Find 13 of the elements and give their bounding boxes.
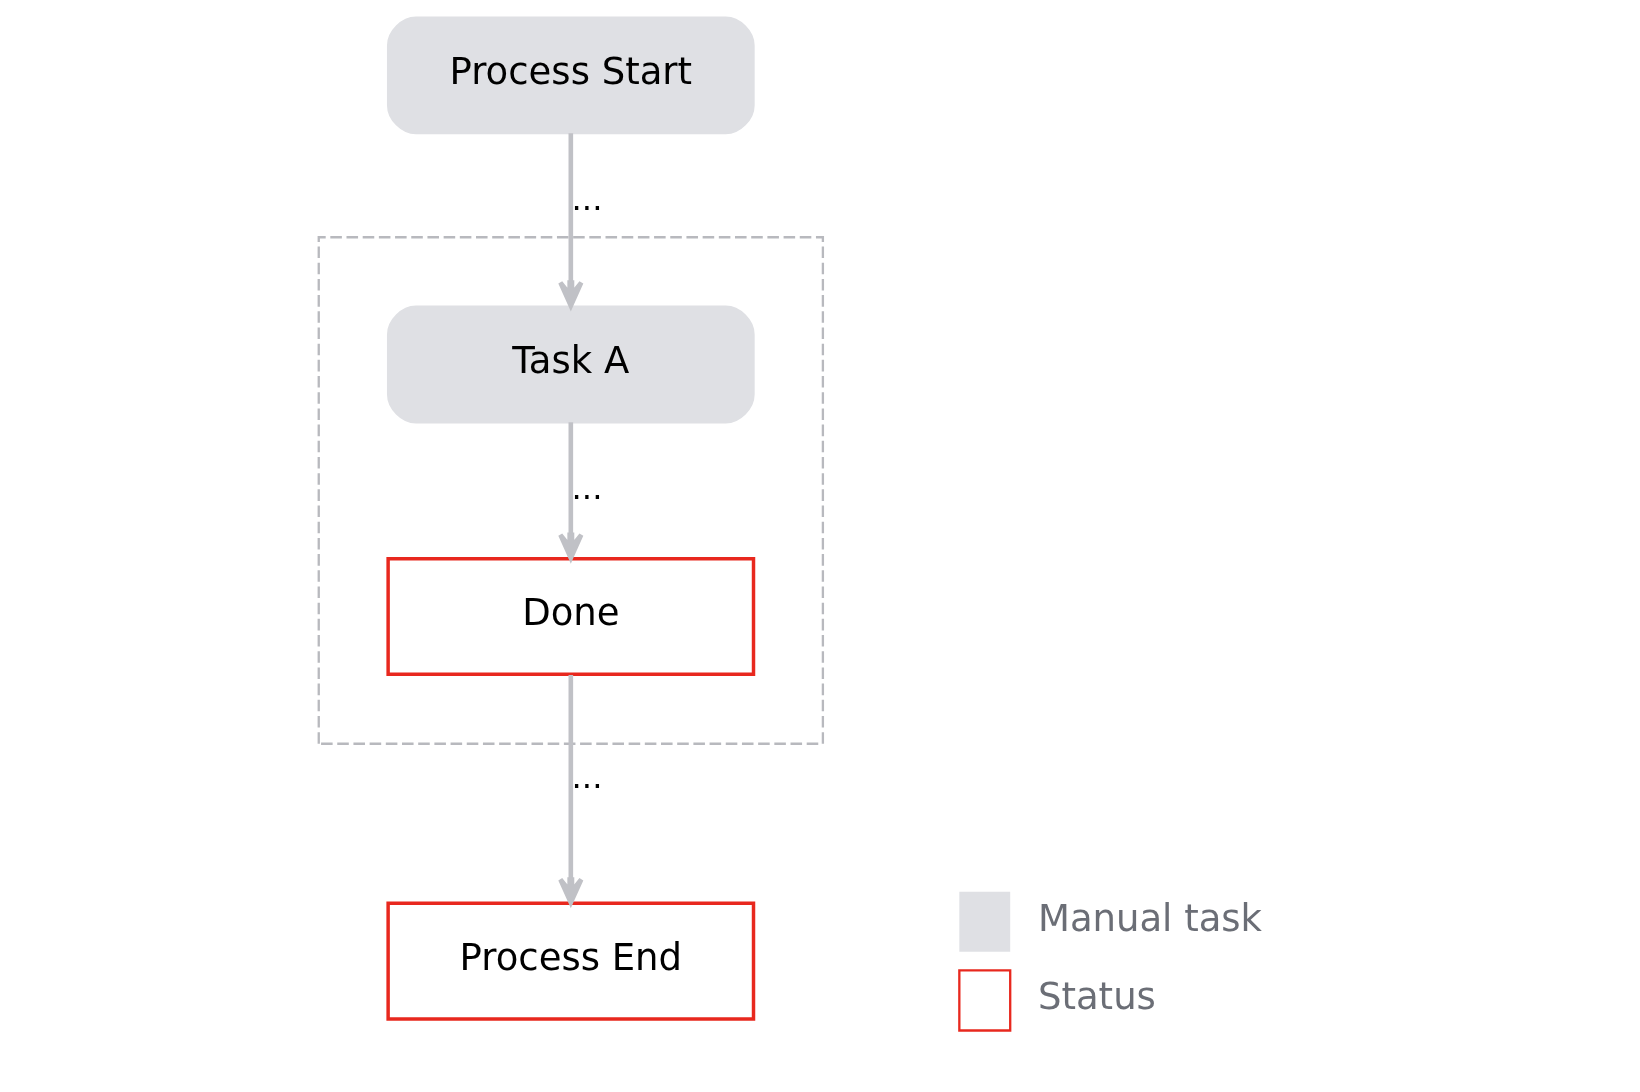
- arrow: [558, 422, 584, 561]
- node-box: Done: [386, 557, 756, 677]
- node-box: Task A: [386, 305, 755, 424]
- edge-label: ...: [571, 469, 603, 508]
- legend-label: Status: [1037, 975, 1156, 1019]
- arrow: [558, 133, 584, 309]
- edge-label: ...: [571, 758, 603, 797]
- cluster: [317, 236, 825, 745]
- node-box: Process Start: [386, 16, 755, 135]
- arrow: [558, 674, 584, 905]
- node-box: Process End: [386, 901, 756, 1021]
- legend-label: Manual task: [1037, 896, 1263, 940]
- edge-label: ...: [571, 179, 603, 218]
